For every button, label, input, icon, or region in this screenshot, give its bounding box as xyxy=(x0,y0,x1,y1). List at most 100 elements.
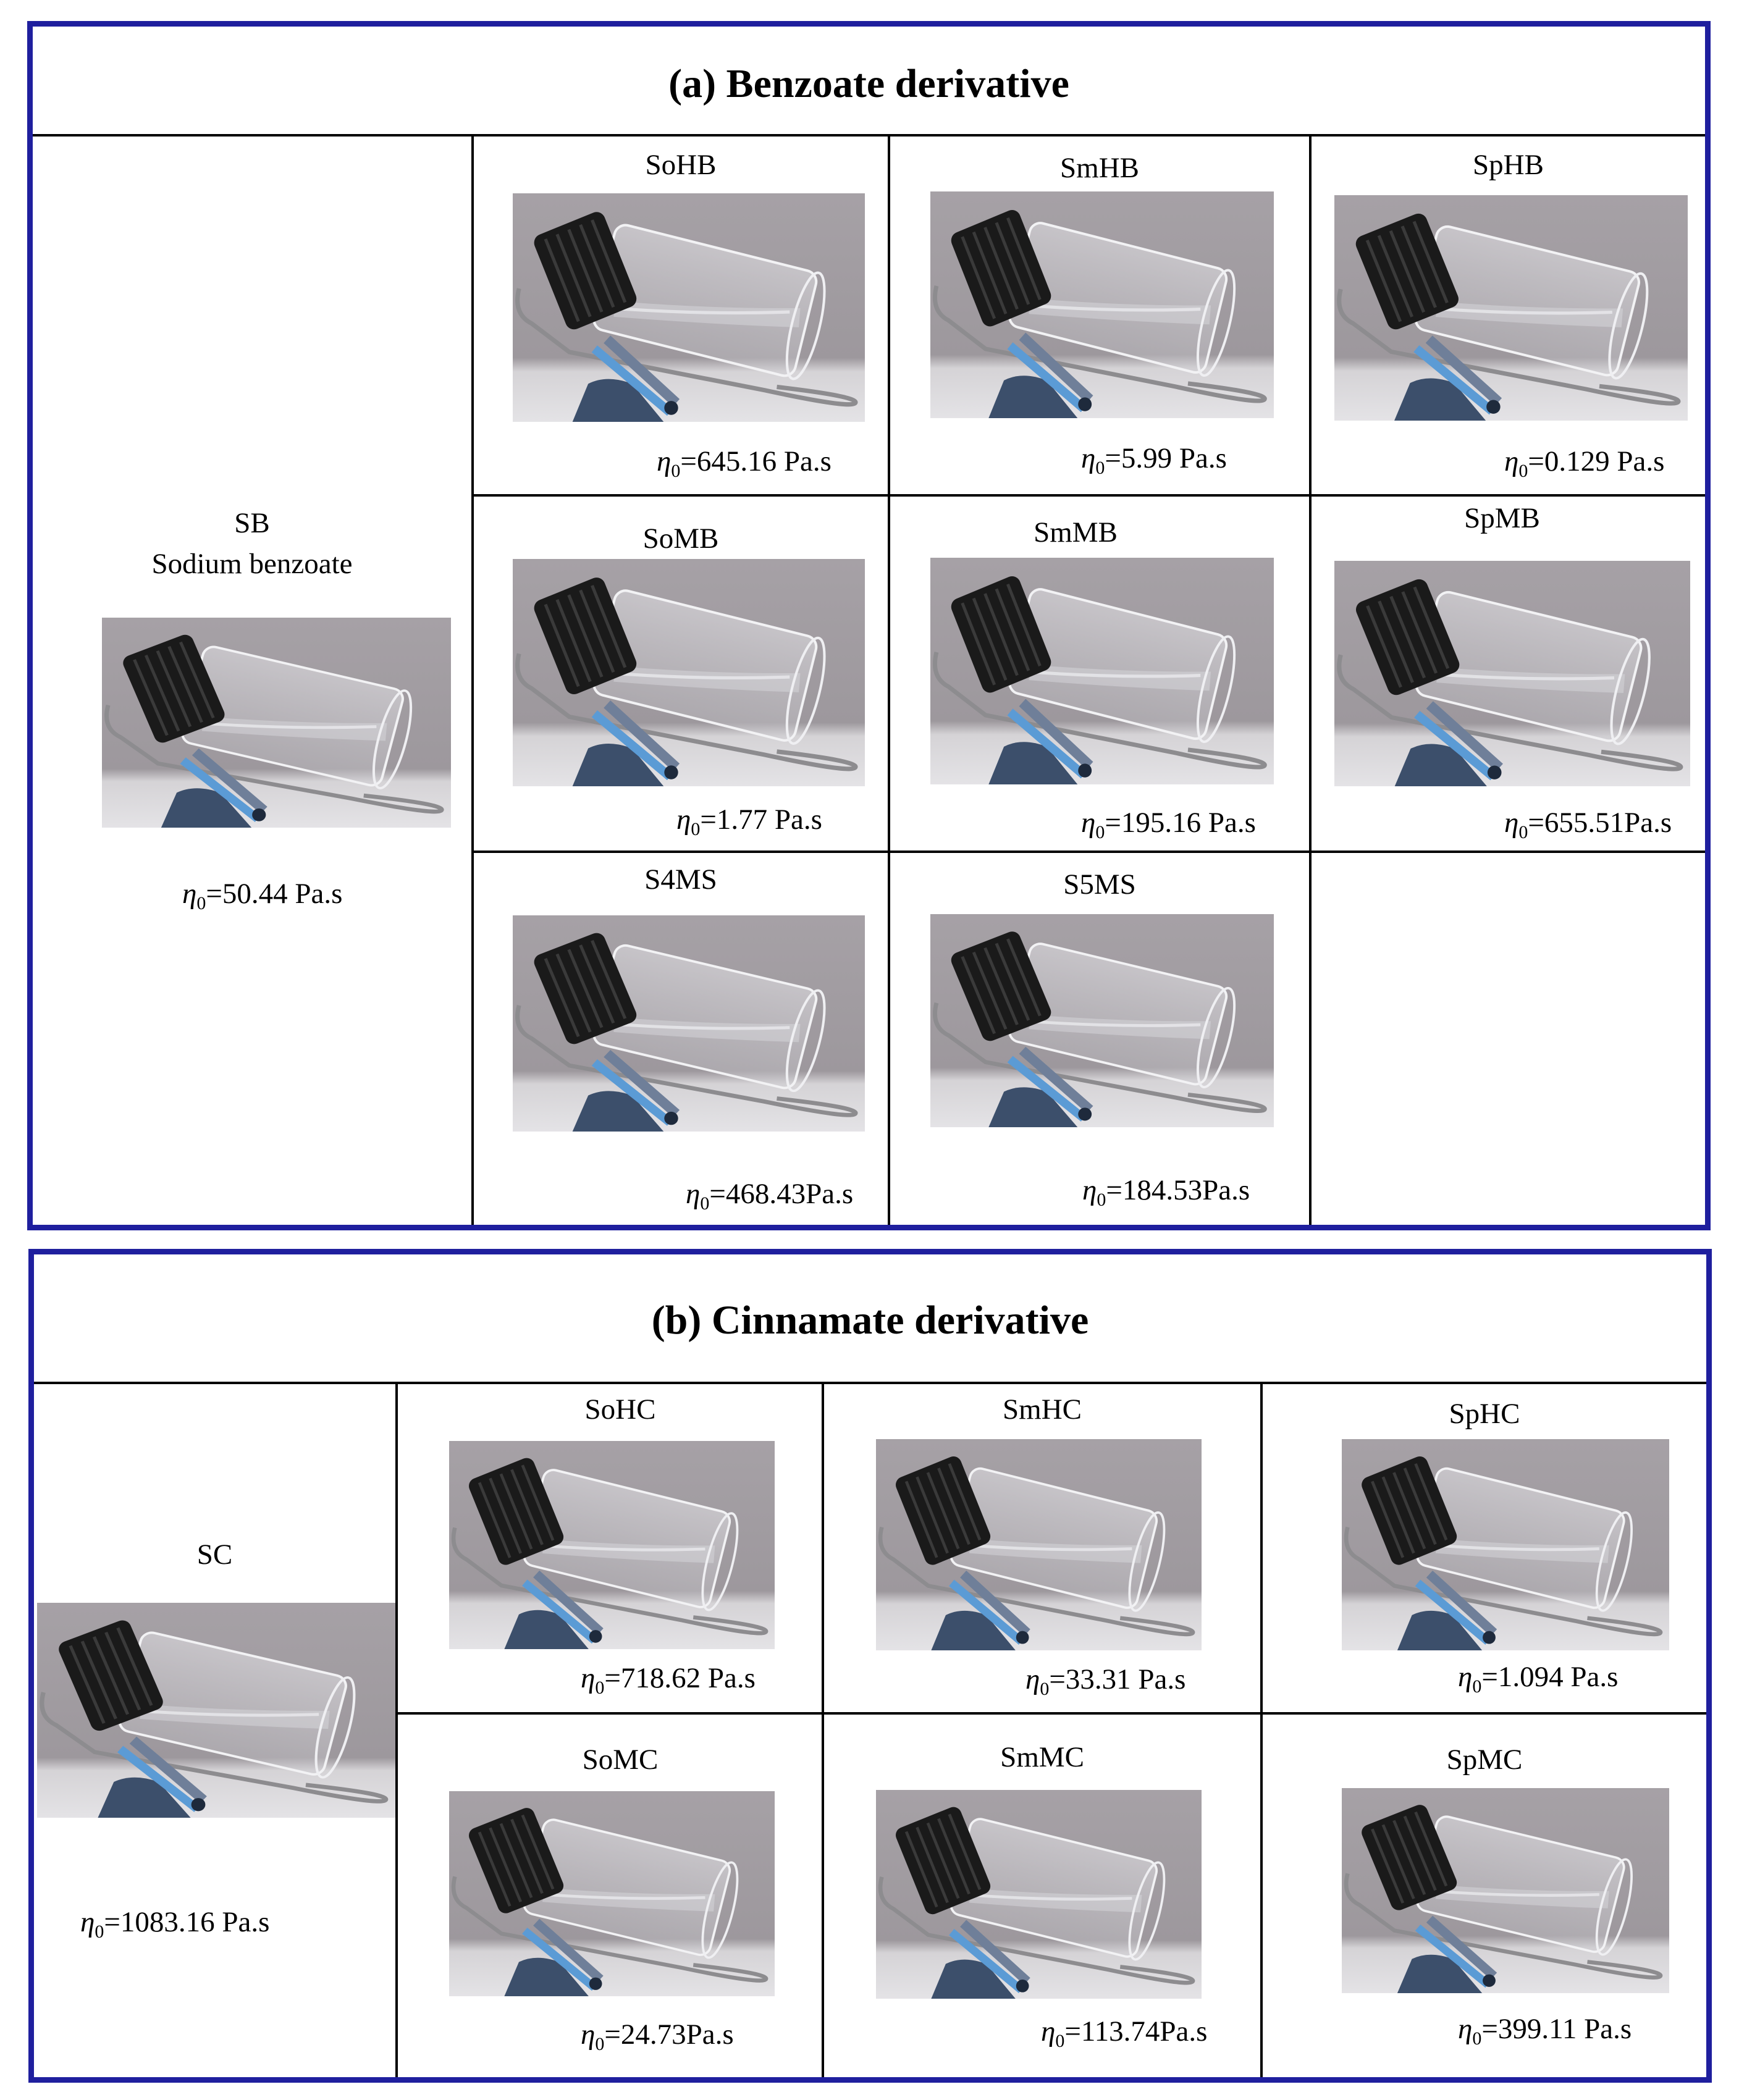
eta-subscript: 0 xyxy=(1095,822,1105,842)
viscosity-value: =645.16 Pa.s xyxy=(680,445,832,477)
sample-label-spmc: SpMC xyxy=(1446,1744,1523,1776)
eta-subscript: 0 xyxy=(1518,461,1528,481)
eta-subscript: 0 xyxy=(196,893,206,914)
viscosity-value: =50.44 Pa.s xyxy=(206,878,343,910)
viscosity-smmc: η0=113.74Pa.s xyxy=(1041,2015,1207,2052)
panel-b-row-divider-1 xyxy=(395,1712,1706,1715)
panel-a-col-divider-1 xyxy=(471,134,474,1225)
eta-symbol: η xyxy=(686,1178,701,1210)
eta-symbol: η xyxy=(1025,1663,1040,1695)
viscosity-sphb: η0=0.129 Pa.s xyxy=(1504,445,1664,482)
vial-photo-sb xyxy=(102,618,451,828)
sample-label-somb: SoMB xyxy=(642,523,719,555)
viscosity-spmc: η0=399.11 Pa.s xyxy=(1458,2012,1632,2049)
viscosity-sohc: η0=718.62 Pa.s xyxy=(581,1661,756,1699)
eta-symbol: η xyxy=(182,878,197,910)
sample-label-spmb: SpMB xyxy=(1464,502,1540,534)
panel-b-col-divider-1 xyxy=(395,1382,398,2077)
vial-photo-sohb xyxy=(513,193,865,422)
viscosity-value: =113.74Pa.s xyxy=(1064,2015,1208,2048)
vial-photo-sphc xyxy=(1342,1439,1669,1650)
vial-photo-smhb xyxy=(930,191,1274,418)
eta-subscript: 0 xyxy=(595,1678,605,1698)
vial-photo-sc xyxy=(37,1603,395,1818)
viscosity-value: =718.62 Pa.s xyxy=(604,1662,756,1694)
viscosity-value: =399.11 Pa.s xyxy=(1481,2013,1632,2045)
viscosity-value: =1.77 Pa.s xyxy=(700,804,822,836)
panel-a-header-divider xyxy=(33,134,1705,136)
eta-symbol: η xyxy=(1458,2013,1473,2045)
sample-label-sc: SC xyxy=(196,1539,233,1571)
sample-label-s5ms: S5MS xyxy=(1063,868,1136,901)
eta-symbol: η xyxy=(80,1906,95,1938)
vial-photo-sohc xyxy=(449,1441,775,1649)
vial-photo-s4ms xyxy=(513,915,865,1132)
viscosity-somc: η0=24.73Pa.s xyxy=(581,2018,734,2055)
eta-subscript: 0 xyxy=(1095,458,1105,478)
viscosity-sohb: η0=645.16 Pa.s xyxy=(657,445,832,482)
panel-b-title: (b) Cinnamate derivative xyxy=(651,1298,1089,1343)
viscosity-value: =468.43Pa.s xyxy=(709,1178,854,1210)
eta-symbol: η xyxy=(1081,442,1096,474)
viscosity-value: =184.53Pa.s xyxy=(1106,1174,1250,1206)
viscosity-s4ms: η0=468.43Pa.s xyxy=(686,1177,853,1214)
vial-photo-smmc xyxy=(876,1790,1202,1999)
eta-symbol: η xyxy=(1458,1661,1473,1693)
sample-label-sohc: SoHC xyxy=(584,1393,656,1426)
panel-a-row-divider-1 xyxy=(471,494,1705,497)
eta-symbol: η xyxy=(1041,2015,1056,2048)
eta-subscript: 0 xyxy=(595,2034,605,2054)
vial-photo-smmb xyxy=(930,558,1274,784)
viscosity-sc: η0=1083.16 Pa.s xyxy=(80,1905,269,1942)
viscosity-value: =33.31 Pa.s xyxy=(1049,1663,1186,1695)
viscosity-sphc: η0=1.094 Pa.s xyxy=(1458,1660,1618,1697)
viscosity-value: =0.129 Pa.s xyxy=(1528,445,1665,477)
eta-subscript: 0 xyxy=(95,1922,104,1942)
viscosity-value: =1.094 Pa.s xyxy=(1481,1661,1619,1693)
sample-label-s4ms: S4MS xyxy=(644,863,717,896)
viscosity-sb: η0=50.44 Pa.s xyxy=(182,877,342,914)
vial-photo-sphb xyxy=(1334,195,1688,421)
eta-symbol: η xyxy=(1504,445,1519,477)
sample-label-smhc: SmHC xyxy=(1003,1393,1082,1426)
sample-label-sphb: SpHB xyxy=(1473,149,1544,181)
panel-b-col-divider-2 xyxy=(822,1382,824,2077)
eta-subscript: 0 xyxy=(1518,822,1528,842)
eta-symbol: η xyxy=(657,445,672,477)
eta-subscript: 0 xyxy=(1097,1190,1106,1210)
eta-subscript: 0 xyxy=(691,819,701,839)
viscosity-value: =655.51Pa.s xyxy=(1528,807,1672,839)
sample-label-sb: SB xyxy=(234,507,270,539)
viscosity-spmb: η0=655.51Pa.s xyxy=(1504,806,1672,843)
sample-label-sohb: SoHB xyxy=(645,149,717,181)
eta-symbol: η xyxy=(1082,1174,1097,1206)
eta-subscript: 0 xyxy=(671,461,681,481)
panel-a-col-divider-2 xyxy=(888,134,890,1225)
sample-label-smmb: SmMB xyxy=(1034,516,1118,548)
viscosity-value: =1083.16 Pa.s xyxy=(104,1906,270,1938)
viscosity-value: =5.99 Pa.s xyxy=(1105,442,1227,474)
viscosity-smhc: η0=33.31 Pa.s xyxy=(1025,1663,1185,1700)
vial-photo-smhc xyxy=(876,1439,1202,1650)
viscosity-value: =24.73Pa.s xyxy=(604,2018,734,2051)
sample-label-smhb: SmHB xyxy=(1060,152,1139,184)
vial-photo-s5ms xyxy=(930,914,1274,1127)
panel-a-col-divider-3 xyxy=(1309,134,1312,1225)
sample-label-somc: SoMC xyxy=(582,1744,659,1776)
panel-b-header-divider xyxy=(34,1382,1706,1384)
eta-symbol: η xyxy=(676,804,691,836)
sample-sublabel-sb: Sodium benzoate xyxy=(151,548,353,580)
viscosity-somb: η0=1.77 Pa.s xyxy=(676,803,822,840)
vial-photo-somc xyxy=(449,1791,775,1996)
eta-symbol: η xyxy=(581,2018,596,2051)
eta-subscript: 0 xyxy=(1040,1679,1050,1699)
eta-subscript: 0 xyxy=(1472,1676,1482,1697)
sample-label-smmc: SmMC xyxy=(1000,1741,1084,1773)
eta-subscript: 0 xyxy=(1472,2028,1482,2049)
eta-subscript: 0 xyxy=(1055,2031,1065,2051)
eta-symbol: η xyxy=(1081,807,1096,839)
eta-symbol: η xyxy=(1504,807,1519,839)
panel-b-col-divider-3 xyxy=(1260,1382,1263,2077)
panel-a-title: (a) Benzoate derivative xyxy=(668,61,1069,106)
eta-symbol: η xyxy=(581,1662,596,1694)
